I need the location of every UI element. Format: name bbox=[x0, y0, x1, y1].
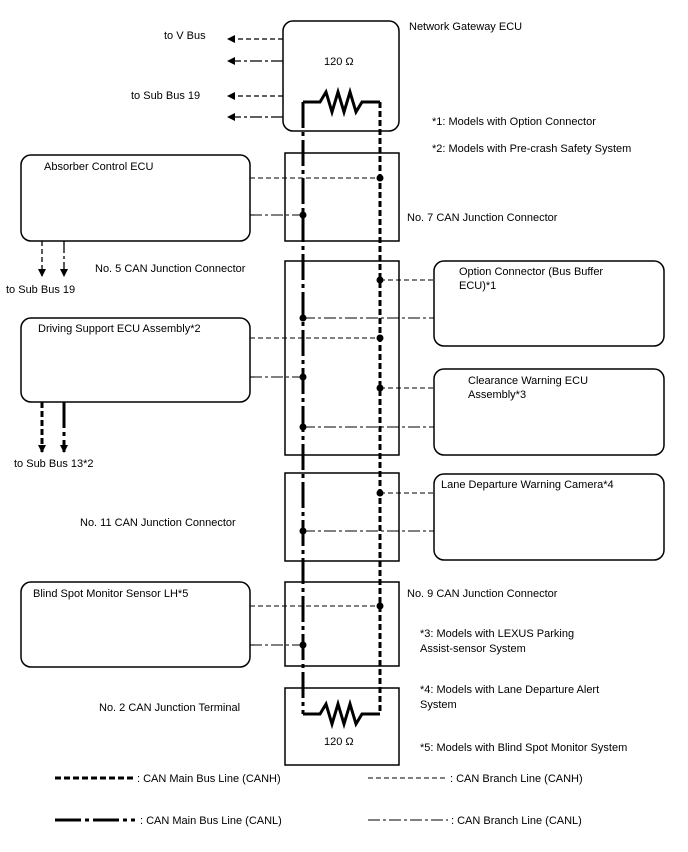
junction-dot bbox=[299, 373, 307, 381]
junction-dot bbox=[299, 641, 307, 649]
note-2: *2: Models with Pre-crash Safety System bbox=[432, 143, 631, 155]
note-3-line-1: *3: Models with LEXUS Parking bbox=[420, 628, 574, 640]
option-connector-box bbox=[433, 260, 665, 347]
no2-junction-label: No. 2 CAN Junction Terminal bbox=[99, 702, 240, 714]
driving-support-label: Driving Support ECU Assembly*2 bbox=[38, 323, 201, 335]
top-resistor-label: 120 Ω bbox=[324, 56, 354, 68]
junction-dot bbox=[299, 527, 307, 535]
network-gateway-ecu-box bbox=[282, 20, 400, 132]
junction-dot bbox=[376, 174, 384, 182]
legend-canh-branch-label: : CAN Branch Line (CANH) bbox=[450, 773, 583, 785]
note-4-line-2: System bbox=[420, 699, 457, 711]
note-5: *5: Models with Blind Spot Monitor Syste… bbox=[420, 742, 627, 754]
sub-bus-19-left-label: to Sub Bus 19 bbox=[6, 284, 75, 296]
no5-junction-label: No. 5 CAN Junction Connector bbox=[95, 263, 246, 275]
lane-camera-label: Lane Departure Warning Camera*4 bbox=[441, 479, 614, 491]
option-connector-label-2: ECU)*1 bbox=[459, 280, 496, 292]
blind-spot-monitor-box bbox=[20, 581, 251, 668]
note-3-line-2: Assist-sensor System bbox=[420, 643, 526, 655]
bottom-resistor bbox=[303, 698, 380, 730]
blind-spot-label: Blind Spot Monitor Sensor LH*5 bbox=[33, 588, 188, 600]
absorber-control-ecu-box bbox=[20, 154, 251, 242]
bottom-resistor-label: 120 Ω bbox=[324, 736, 354, 748]
legend-canh-main-label: : CAN Main Bus Line (CANH) bbox=[137, 773, 281, 785]
note-4-line-1: *4: Models with Lane Departure Alert bbox=[420, 684, 599, 696]
lane-departure-camera-box bbox=[433, 473, 665, 561]
clearance-warning-ecu-box bbox=[433, 368, 665, 456]
no9-junction-label: No. 9 CAN Junction Connector bbox=[407, 588, 558, 600]
no11-junction-label: No. 11 CAN Junction Connector bbox=[80, 517, 236, 529]
top-resistor bbox=[303, 86, 380, 118]
junction-dot bbox=[376, 602, 384, 610]
clearance-label-1: Clearance Warning ECU bbox=[468, 375, 588, 387]
junction-dot bbox=[376, 489, 384, 497]
junction-dot bbox=[299, 423, 307, 431]
clearance-label-2: Assembly*3 bbox=[468, 389, 526, 401]
gateway-label: Network Gateway ECU bbox=[409, 21, 522, 33]
junction-dot bbox=[376, 334, 384, 342]
junction-dot bbox=[376, 384, 384, 392]
legend-canl-main-label: : CAN Main Bus Line (CANL) bbox=[140, 815, 282, 827]
absorber-label: Absorber Control ECU bbox=[44, 161, 153, 173]
option-connector-label-1: Option Connector (Bus Buffer bbox=[459, 266, 603, 278]
legend-canl-branch-label: : CAN Branch Line (CANL) bbox=[451, 815, 582, 827]
sub-bus-19-top-label: to Sub Bus 19 bbox=[131, 90, 200, 102]
junction-dot bbox=[299, 211, 307, 219]
no7-junction-label: No. 7 CAN Junction Connector bbox=[407, 212, 558, 224]
junction-dot bbox=[299, 314, 307, 322]
driving-support-ecu-box bbox=[20, 317, 251, 403]
note-1: *1: Models with Option Connector bbox=[432, 116, 596, 128]
sub-bus-13-label: to Sub Bus 13*2 bbox=[14, 458, 94, 470]
no2-junction-terminal-box bbox=[284, 687, 400, 766]
v-bus-label: to V Bus bbox=[164, 30, 206, 42]
junction-dot bbox=[376, 276, 384, 284]
